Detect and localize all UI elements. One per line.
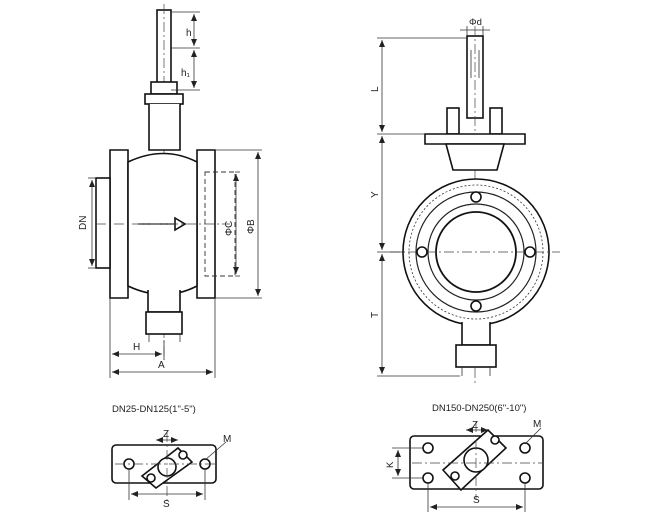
dim-H-label: H <box>133 342 140 353</box>
dim-A-label: A <box>158 360 165 371</box>
side-view: h h₁ DN ΦC ΦB H A <box>78 4 262 378</box>
dim-h-label: h <box>186 28 192 39</box>
large-m-label: M <box>533 419 541 430</box>
caption-small-range: DN25-DN125(1"-5") <box>112 404 196 415</box>
bolt-hole <box>470 300 482 312</box>
bolt-hole <box>470 191 482 203</box>
neck <box>444 143 506 171</box>
dim-h1-label: h₁ <box>181 68 191 79</box>
small-s-label: S <box>163 499 170 510</box>
large-s-label: S <box>473 495 480 506</box>
dim-phi-b-label: ΦB <box>246 219 257 234</box>
bottom-neck <box>147 290 181 313</box>
bolt-left <box>446 107 460 135</box>
small-flange-detail: Z M S <box>111 429 231 510</box>
small-m-label: M <box>223 434 231 445</box>
dim-L-label: L <box>370 86 381 92</box>
dim-T-label: T <box>370 312 381 318</box>
large-z-label: Z <box>472 420 478 431</box>
mounting-hole <box>519 472 531 484</box>
front-view: Φd L Y T <box>370 17 560 385</box>
dim-phi-c-label: ΦC <box>224 221 235 236</box>
mounting-hole <box>519 442 531 454</box>
dim-dn-label: DN <box>78 216 89 230</box>
neck <box>148 104 181 151</box>
large-k-label: K <box>385 461 396 468</box>
caption-large-range: DN150-DN250(6"-10") <box>432 403 526 414</box>
mounting-hole <box>422 472 434 484</box>
bottom-boss <box>455 344 497 368</box>
top-plate <box>424 133 526 145</box>
mounting-hole <box>422 442 434 454</box>
small-z-label: Z <box>163 429 169 440</box>
dim-Y-label: Y <box>370 191 381 198</box>
bolt-hole <box>524 246 536 258</box>
top-plate <box>144 93 184 105</box>
stem-nut <box>150 81 178 95</box>
left-pipe <box>95 177 111 269</box>
dim-phi-d-label: Φd <box>469 17 482 28</box>
large-flange-detail: Z M K S <box>385 419 544 512</box>
bolt-right <box>489 107 503 135</box>
bolt-hole <box>416 246 428 258</box>
bottom-neck <box>461 322 491 346</box>
bottom-boss <box>145 311 183 335</box>
